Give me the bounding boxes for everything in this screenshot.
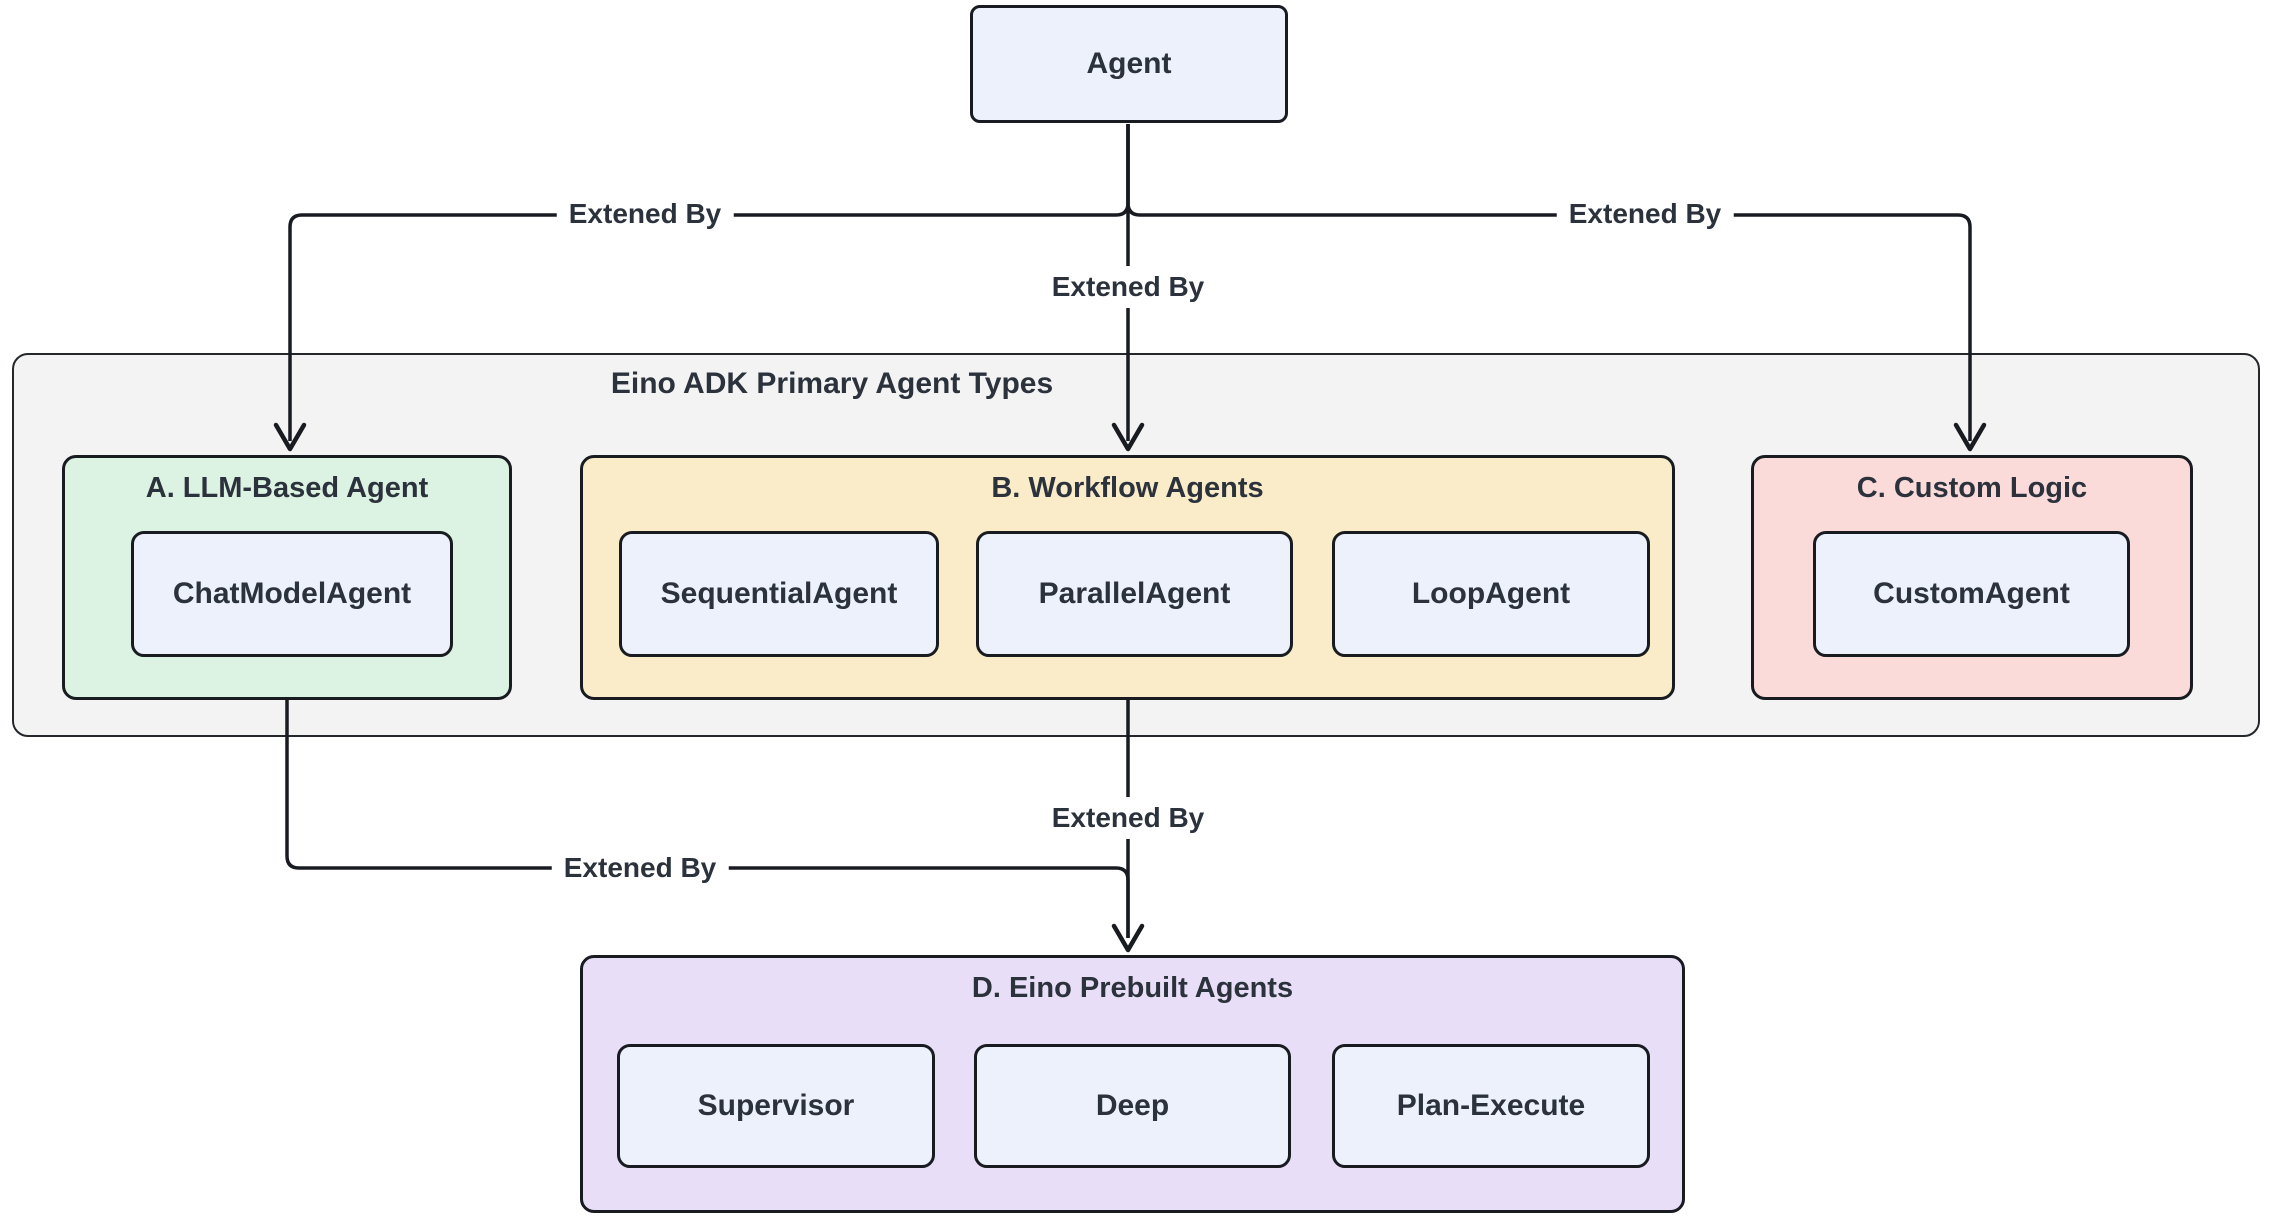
node-customagent-label: CustomAgent <box>1873 577 2070 610</box>
group-eino-prebuilt-agents: D. Eino Prebuilt Agents Supervisor Deep … <box>580 955 1685 1213</box>
edge-label-agent-to-c: Extened By <box>1556 193 1734 235</box>
node-agent: Agent <box>970 5 1288 123</box>
group-custom-logic: C. Custom Logic CustomAgent <box>1751 455 2193 700</box>
node-chatmodelagent: ChatModelAgent <box>131 531 453 657</box>
node-chatmodelagent-label: ChatModelAgent <box>172 577 412 610</box>
node-supervisor: Supervisor <box>617 1044 935 1168</box>
node-supervisor-label: Supervisor <box>697 1089 855 1122</box>
arrowhead-into-a <box>273 422 307 452</box>
node-plan-execute: Plan-Execute <box>1332 1044 1650 1168</box>
group-b-title: B. Workflow Agents <box>991 472 1264 504</box>
node-parallelagent: ParallelAgent <box>976 531 1293 657</box>
cluster-title: Eino ADK Primary Agent Types <box>610 367 1054 400</box>
group-a-title: A. LLM-Based Agent <box>145 472 429 504</box>
node-deep-label: Deep <box>1095 1089 1170 1122</box>
arrowhead-into-d <box>1111 923 1145 953</box>
arrowhead-into-b <box>1111 422 1145 452</box>
edge-label-agent-to-a: Extened By <box>556 193 734 235</box>
edge-label-b-to-d: Extened By <box>1039 797 1217 839</box>
node-deep: Deep <box>974 1044 1291 1168</box>
edge-label-a-to-d: Extened By <box>551 847 729 889</box>
node-parallelagent-label: ParallelAgent <box>1038 577 1231 610</box>
node-plan-execute-label: Plan-Execute <box>1396 1089 1586 1122</box>
group-workflow-agents: B. Workflow Agents SequentialAgent Paral… <box>580 455 1675 700</box>
node-customagent: CustomAgent <box>1813 531 2130 657</box>
edge-agent-to-c <box>1126 124 1972 441</box>
node-sequentialagent: SequentialAgent <box>619 531 939 657</box>
edge-label-agent-to-b: Extened By <box>1039 266 1217 308</box>
node-agent-label: Agent <box>1086 47 1172 80</box>
group-d-title: D. Eino Prebuilt Agents <box>971 972 1294 1004</box>
node-loopagent-label: LoopAgent <box>1411 577 1571 610</box>
group-llm-based-agent: A. LLM-Based Agent ChatModelAgent <box>62 455 512 700</box>
node-loopagent: LoopAgent <box>1332 531 1650 657</box>
arrowhead-into-c <box>1953 422 1987 452</box>
edge-a-to-d <box>285 700 1130 938</box>
group-c-title: C. Custom Logic <box>1856 472 2088 504</box>
node-sequentialagent-label: SequentialAgent <box>660 577 898 610</box>
